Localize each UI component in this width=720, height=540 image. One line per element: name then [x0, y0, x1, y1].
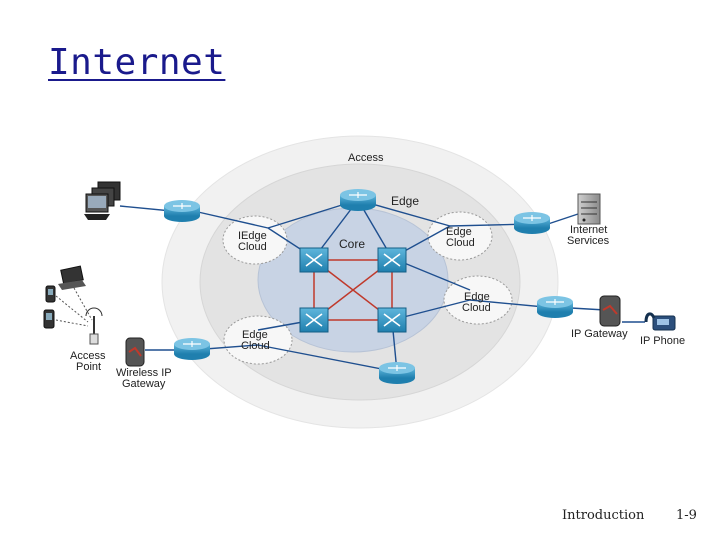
label-edge-cloud-top-left-1: IEdge: [238, 230, 267, 242]
footer-page-number: 1-9: [676, 508, 697, 523]
label-access-point-2: Point: [76, 361, 101, 373]
label-access: Access: [348, 152, 384, 164]
edge-cloud-bottom-left: [223, 315, 293, 365]
label-ip-phone: IP Phone: [640, 335, 685, 347]
label-wireless-ip-gateway-2: Gateway: [122, 378, 166, 390]
ip-gateway-icon: [599, 295, 621, 327]
slide-title: Internet: [48, 42, 226, 83]
router-icon: [537, 296, 573, 318]
core-switch-icon: [377, 307, 407, 333]
server-icon: [577, 193, 601, 225]
core-switch-icon: [299, 247, 329, 273]
wireless-gateway-icon: [125, 337, 145, 367]
laptop-icon: [58, 265, 86, 290]
label-edge-cloud-bottom-left-2: Cloud: [241, 340, 270, 352]
router-icon: [340, 189, 376, 211]
label-wireless-ip-gateway-1: Wireless IP: [116, 367, 172, 379]
router-icon: [164, 200, 200, 222]
label-edge-cloud-right-2: Cloud: [462, 302, 491, 314]
label-access-point-1: Access: [70, 350, 106, 362]
label-ip-gateway: IP Gateway: [571, 328, 628, 340]
router-icon: [174, 338, 210, 360]
label-internet-services-2: Services: [567, 235, 610, 247]
label-edge: Edge: [391, 194, 419, 208]
pda-icon: [43, 309, 55, 329]
wireless-links: [55, 287, 93, 327]
workstation-icon: [84, 181, 121, 220]
label-edge-cloud-right-1: Edge: [464, 291, 490, 303]
router-icon: [514, 212, 550, 234]
footer-section: Introduction: [562, 508, 645, 523]
label-edge-cloud-bottom-left-1: Edge: [242, 329, 268, 341]
antenna-icon: [85, 307, 103, 345]
router-icon: [379, 362, 415, 384]
edge-cloud-right: [443, 275, 513, 325]
pda-icon: [45, 285, 56, 303]
label-edge-cloud-top-left-2: Cloud: [238, 241, 267, 253]
label-edge-cloud-top-right-1: Edge: [446, 226, 472, 238]
ip-phone-icon: [644, 312, 676, 331]
label-core: Core: [339, 237, 365, 251]
core-switch-icon: [299, 307, 329, 333]
label-internet-services-1: Internet: [570, 224, 607, 236]
label-edge-cloud-top-right-2: Cloud: [446, 237, 475, 249]
core-switch-icon: [377, 247, 407, 273]
